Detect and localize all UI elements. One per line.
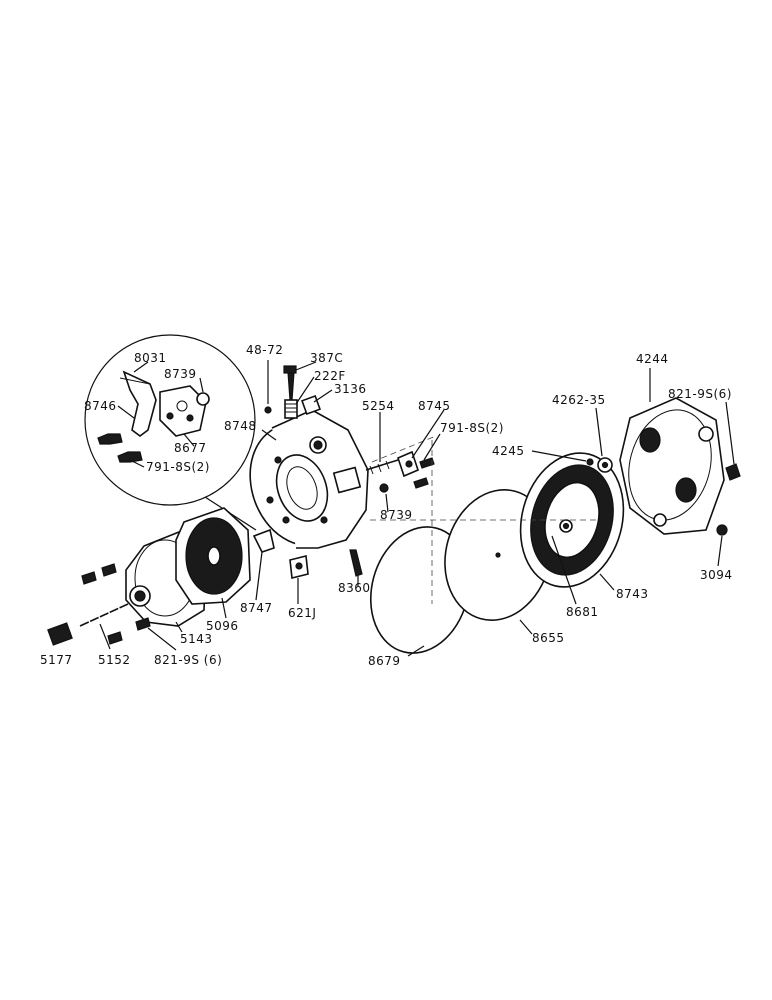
cover-4244: [586, 397, 741, 536]
label-4244: 4244: [636, 352, 669, 366]
label-8681: 8681: [566, 605, 599, 619]
label-387c: 387C: [310, 351, 343, 365]
label-5152: 5152: [98, 653, 131, 667]
label-5254: 5254: [362, 399, 395, 413]
label-8747: 8747: [240, 601, 273, 615]
label-8745: 8745: [418, 399, 451, 413]
label-48-72: 48-72: [246, 343, 283, 357]
label-4245: 4245: [492, 444, 525, 458]
label-8677: 8677: [174, 441, 207, 455]
label-8031: 8031: [134, 351, 167, 365]
label-791-8s-right: 791-8S(2): [440, 421, 504, 435]
label-8360: 8360: [338, 581, 371, 595]
label-8739: 8739: [164, 367, 197, 381]
label-8743: 8743: [616, 587, 649, 601]
housing-8748: [249, 409, 369, 549]
detail-inset: [84, 334, 257, 531]
cover-assembly-5143: [47, 507, 251, 646]
label-8739-right: 8739: [380, 508, 413, 522]
assembly-center-lines: [370, 435, 600, 604]
label-8746: 8746: [84, 399, 117, 413]
label-8655: 8655: [532, 631, 565, 645]
leader-lines: [99, 361, 735, 657]
part-labels: 8031 8739 8746 8677 791-8S(2) 48-72 387C…: [40, 343, 733, 668]
label-5143: 5143: [180, 632, 213, 646]
label-621j: 621J: [288, 606, 316, 620]
label-4262-35: 4262-35: [552, 393, 606, 407]
label-821-9s-left: 821-9S (6): [154, 653, 222, 667]
label-3094: 3094: [700, 568, 733, 582]
label-3136: 3136: [334, 382, 367, 396]
label-8748: 8748: [224, 419, 257, 433]
label-5177: 5177: [40, 653, 73, 667]
label-5096: 5096: [206, 619, 239, 633]
label-821-9s-right: 821-9S(6): [668, 387, 732, 401]
label-791-8s: 791-8S(2): [146, 460, 210, 474]
label-8679: 8679: [368, 654, 401, 668]
label-222f: 222F: [314, 369, 346, 383]
